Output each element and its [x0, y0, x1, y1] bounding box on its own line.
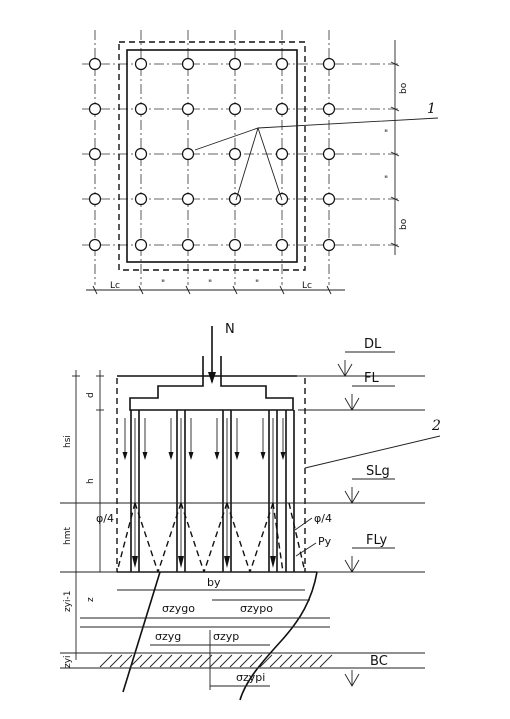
- plan-dim-bottom-2: ": [161, 279, 165, 289]
- plan-pile-1-0: [88, 102, 102, 116]
- dim-hsi: hsi: [63, 435, 73, 448]
- level-marker-bc: BC: [344, 654, 388, 687]
- dim-zyi: zyi: [63, 655, 73, 668]
- stress-curve-left: [122, 571, 161, 693]
- plan-pile-3-1: [134, 192, 148, 206]
- py-label: Py: [318, 535, 332, 548]
- plan-pile-4-4: [275, 238, 289, 252]
- stress-curve-right: [239, 571, 318, 701]
- plan-pile-2-2: [181, 147, 195, 161]
- plan-pile-cap: [126, 49, 298, 263]
- stress-zyg0: σzygo: [162, 602, 195, 615]
- stress-zypi: σzypi: [236, 671, 265, 684]
- dim-d: d: [86, 392, 96, 398]
- plan-pile-0-3: [228, 57, 242, 71]
- plan-pile-4-5: [322, 238, 336, 252]
- dim-z: z: [86, 597, 96, 602]
- dim-zyi1: zyi-1: [63, 590, 73, 612]
- plan-dim-right-3: ": [384, 175, 388, 185]
- py-leader: [295, 542, 317, 557]
- by-label: by: [207, 576, 221, 589]
- plan-dim-bottom-left: Lc: [110, 281, 120, 291]
- section-pile-2: [214, 410, 240, 572]
- section-dashed-boundary: [116, 378, 306, 572]
- left-dim-ticks: [72, 375, 104, 669]
- plan-pile-3-0: [88, 192, 102, 206]
- plan-dim-bottom-3: ": [208, 279, 212, 289]
- plan-dim-bottom-ticks: [92, 285, 332, 295]
- plan-dim-right-ticks: [390, 61, 400, 248]
- svg-text:DL: DL: [364, 337, 382, 352]
- plan-pile-0-0: [88, 57, 102, 71]
- svg-text:BC: BC: [370, 654, 388, 669]
- plan-pile-1-2: [181, 102, 195, 116]
- load-arrow-head: [208, 372, 216, 384]
- plan-pile-0-4: [275, 57, 289, 71]
- plan-dim-bottom-right: Lc: [302, 281, 312, 291]
- svg-text:FL: FL: [364, 371, 379, 386]
- phi-left-label: φ/4: [96, 512, 114, 525]
- soil-layer-hatch: [60, 652, 425, 669]
- stress-zyg: σzyg: [155, 630, 181, 643]
- plan-dim-right-top: bo: [399, 82, 409, 94]
- plan-pile-2-0: [88, 147, 102, 161]
- plan-pile-0-2: [181, 57, 195, 71]
- plan-pile-4-2: [181, 238, 195, 252]
- plan-grid-lines: [82, 30, 400, 285]
- plan-pile-4-1: [134, 238, 148, 252]
- plan-pile-3-3: [228, 192, 242, 206]
- plan-dim-right-2: ": [384, 129, 388, 139]
- section-piles: [122, 410, 295, 572]
- plan-pile-0-5: [322, 57, 336, 71]
- dim-hmt: hmt: [63, 527, 73, 545]
- plan-dim-right-bottom: bo: [399, 218, 409, 230]
- plan-view: 1 bo " " bo Lc " " " Lc: [82, 30, 439, 295]
- level-marker-fly: FLy: [344, 533, 395, 573]
- stress-zyp: σzyp: [213, 630, 239, 643]
- plan-pile-1-4: [275, 102, 289, 116]
- plan-piles: [88, 57, 336, 252]
- plan-dashed-boundary: [118, 41, 306, 271]
- level-marker-fl: FL: [344, 371, 395, 411]
- plan-pile-2-5: [322, 147, 336, 161]
- svg-text:SLg: SLg: [366, 464, 390, 479]
- level-marker-slg: SLg: [344, 464, 395, 504]
- section-pile-3: [260, 410, 286, 572]
- plan-pile-1-1: [134, 102, 148, 116]
- phi-spread-lines: [116, 502, 306, 573]
- pile-cap: [129, 356, 294, 411]
- plan-pile-1-5: [322, 102, 336, 116]
- plan-pile-2-3: [228, 147, 242, 161]
- section-pile-0: [122, 410, 148, 572]
- section-leader-2: [304, 435, 441, 469]
- section-pile-4: [285, 410, 295, 572]
- plan-pile-1-3: [228, 102, 242, 116]
- level-marker-dl: DL: [337, 337, 395, 377]
- section-marker-2: 2: [431, 418, 441, 434]
- plan-leader-1: [194, 117, 439, 201]
- plan-pile-3-2: [181, 192, 195, 206]
- plan-pile-4-0: [88, 238, 102, 252]
- plan-pile-2-4: [275, 147, 289, 161]
- plan-dim-bottom-4: ": [255, 279, 259, 289]
- plan-pile-2-1: [134, 147, 148, 161]
- dim-h: h: [86, 478, 96, 484]
- plan-pile-3-5: [322, 192, 336, 206]
- section-pile-1: [168, 410, 194, 572]
- svg-text:FLy: FLy: [366, 533, 388, 548]
- phi-right-leader: [294, 517, 313, 531]
- stress-zyp0: σzypo: [240, 602, 273, 615]
- phi-right-label: φ/4: [314, 512, 332, 525]
- load-label: N: [225, 322, 235, 337]
- plan-pile-4-3: [228, 238, 242, 252]
- plan-marker-1: 1: [427, 101, 436, 117]
- plan-pile-0-1: [134, 57, 148, 71]
- section-view: N DL FL SLg: [60, 322, 441, 701]
